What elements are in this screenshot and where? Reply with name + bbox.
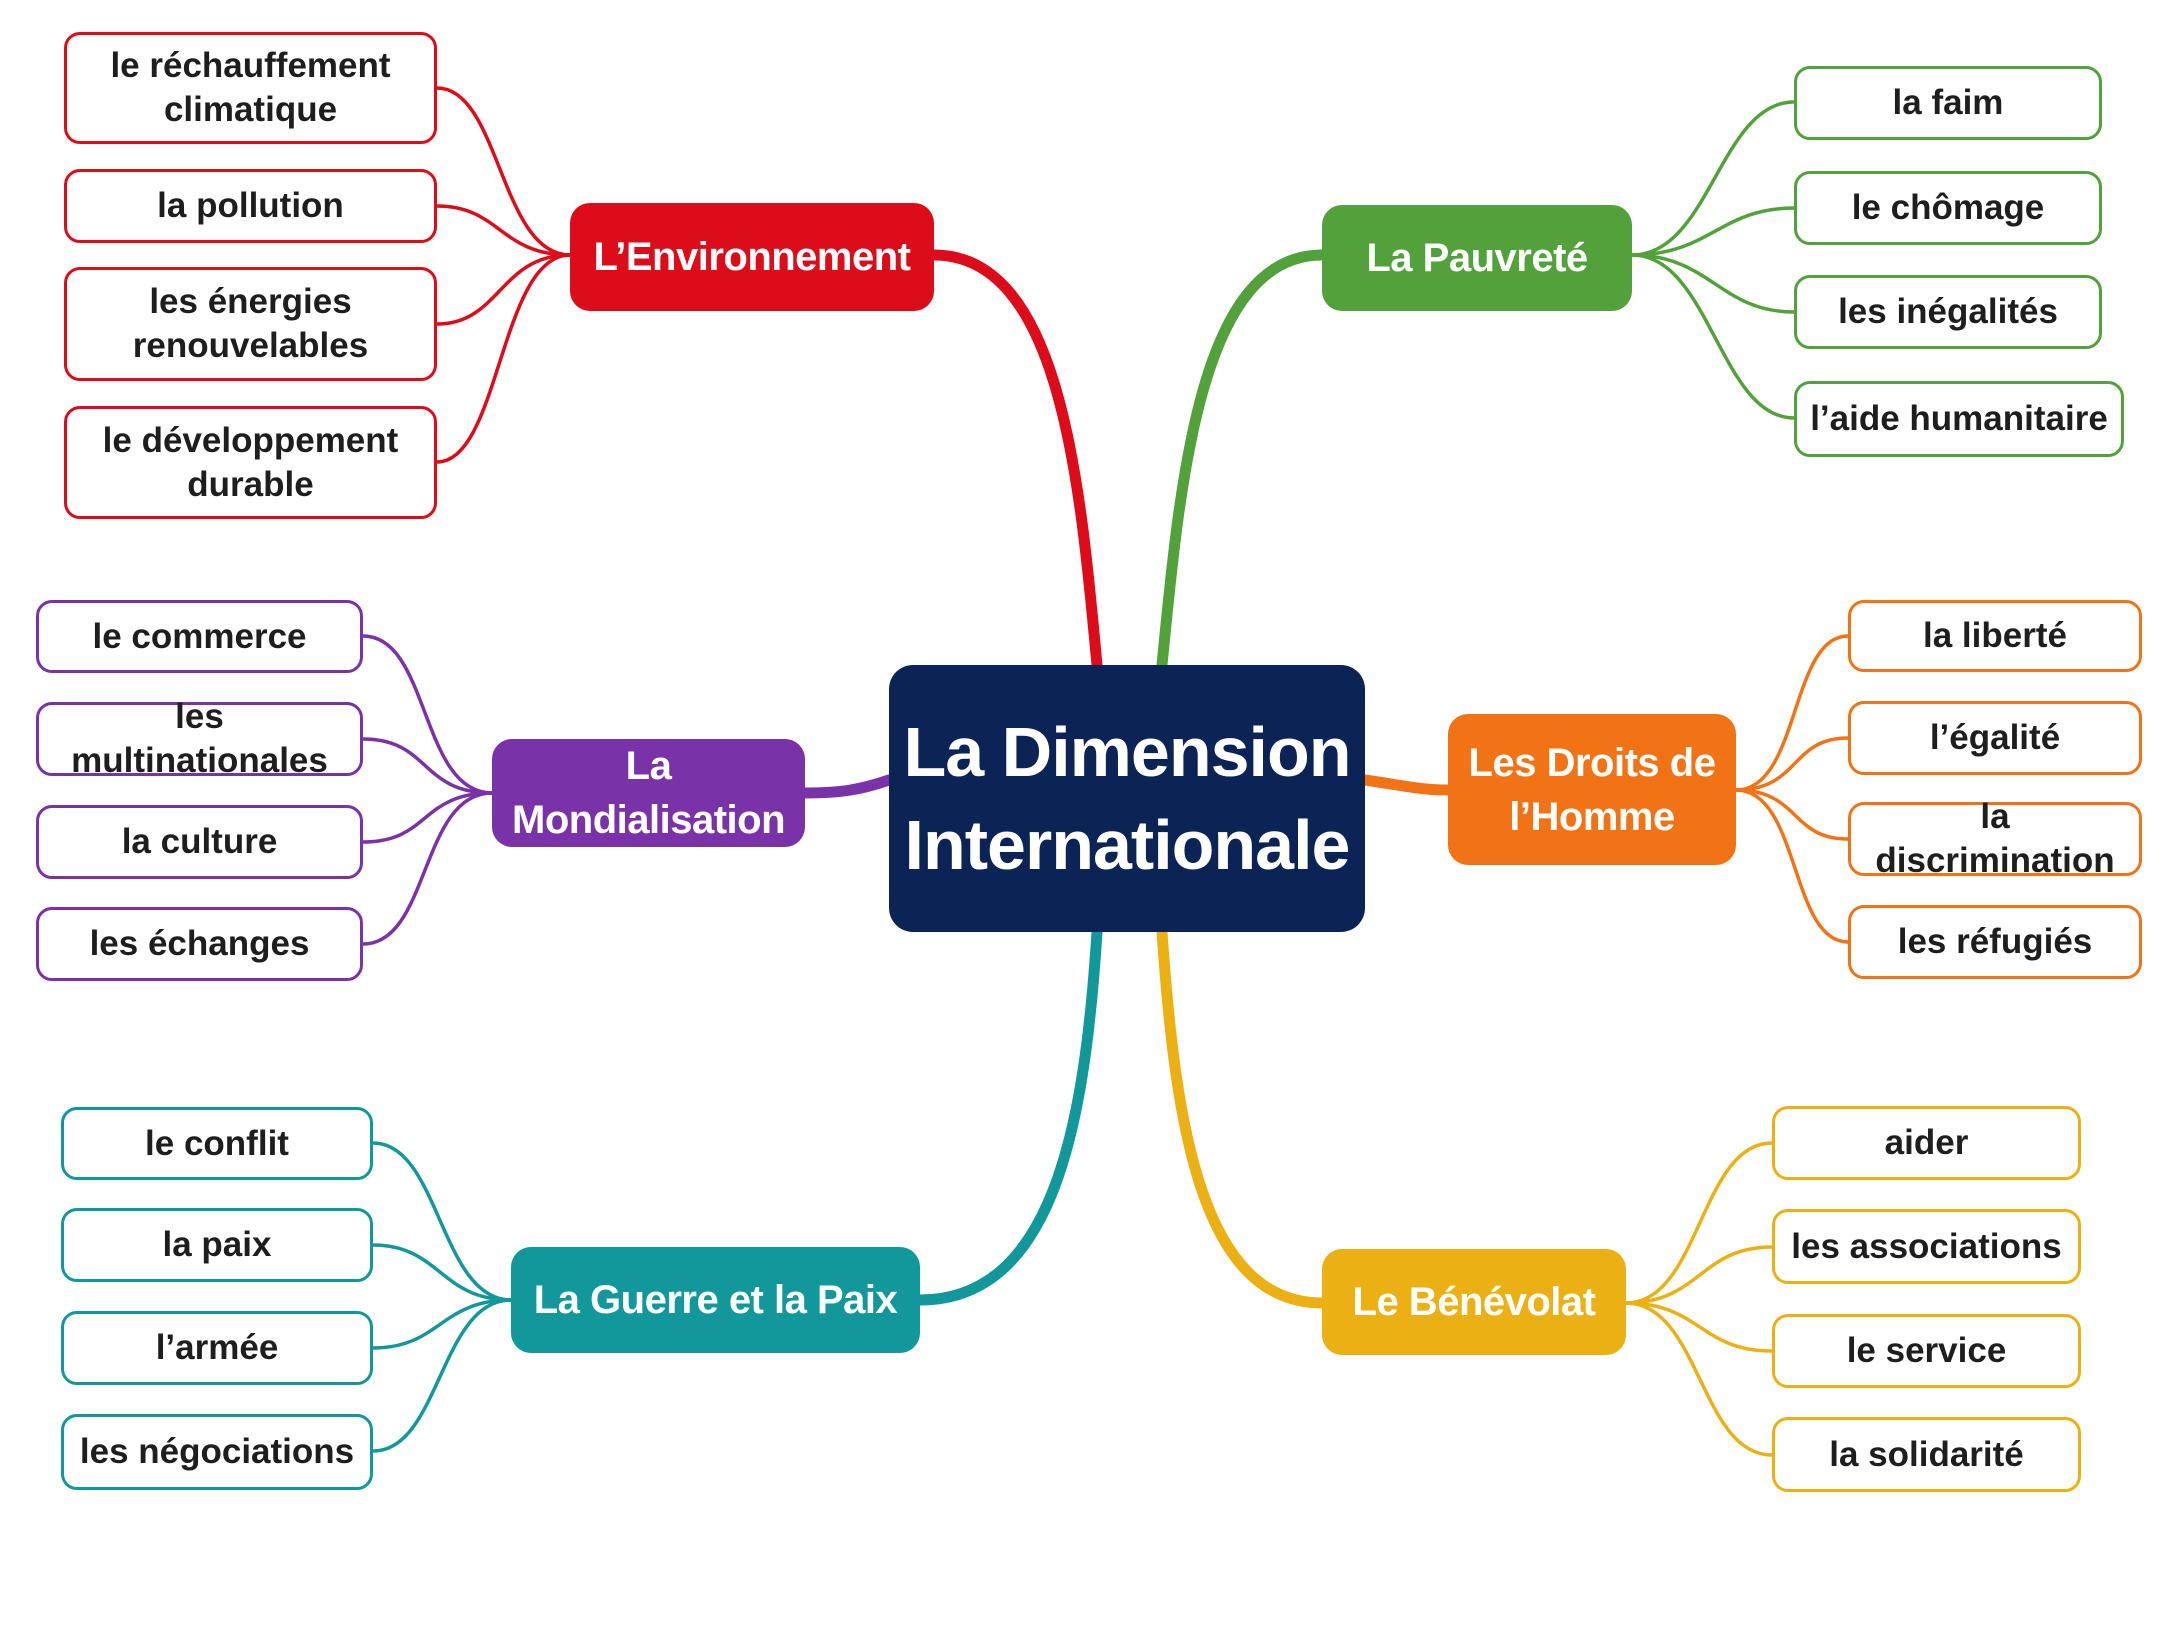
leaf-mondialisation-4: les échanges <box>36 907 363 981</box>
connector-pauvrete-leaf-1 <box>1631 100 1795 257</box>
branch-pauvrete: La Pauvreté <box>1322 205 1632 311</box>
connector-droits-homme-leaf-4 <box>1735 788 1849 944</box>
connector-benevolat-leaf-2 <box>1625 1245 1773 1305</box>
leaf-environnement-3: les énergies renouvelables <box>64 267 437 381</box>
connector-center-environnement <box>928 249 1103 671</box>
branch-mondialisation: La Mondialisation <box>492 739 805 847</box>
branch-droits-homme: Les Droits de l’Homme <box>1448 714 1736 865</box>
leaf-guerre-paix-2: la paix <box>61 1208 373 1282</box>
leaf-environnement-4: le développement durable <box>64 406 437 519</box>
connector-center-benevolat <box>1156 926 1328 1309</box>
connector-pauvrete-leaf-4 <box>1631 253 1795 420</box>
leaf-guerre-paix-4: les négociations <box>61 1414 373 1490</box>
leaf-droits-homme-2: l’égalité <box>1848 701 2142 775</box>
connector-mondialisation-leaf-1 <box>362 634 493 795</box>
connector-guerre-paix-leaf-2 <box>372 1243 512 1302</box>
leaf-environnement-1: le réchauffement climatique <box>64 32 437 144</box>
connector-environnement-leaf-2 <box>436 204 571 257</box>
connector-mondialisation-leaf-2 <box>362 737 493 795</box>
connector-guerre-paix-leaf-4 <box>372 1298 512 1453</box>
branch-guerre-paix: La Guerre et la Paix <box>511 1247 920 1353</box>
connector-benevolat-leaf-4 <box>1625 1301 1773 1457</box>
leaf-droits-homme-4: les réfugiés <box>1848 905 2142 979</box>
connector-center-droits-homme <box>1359 774 1454 796</box>
connector-droits-homme-leaf-2 <box>1735 736 1849 792</box>
leaf-droits-homme-3: la discrimination <box>1848 797 2142 880</box>
connector-environnement-leaf-4 <box>436 253 571 464</box>
leaf-pauvrete-4: l’aide humanitaire <box>1794 381 2124 457</box>
connector-guerre-paix-leaf-1 <box>372 1141 512 1302</box>
connector-environnement-leaf-3 <box>436 253 571 326</box>
connector-mondialisation-leaf-3 <box>362 791 493 844</box>
leaf-mondialisation-1: le commerce <box>36 600 363 673</box>
branch-environnement: L’Environnement <box>570 203 934 311</box>
connector-pauvrete-leaf-2 <box>1631 206 1795 257</box>
leaf-pauvrete-2: le chômage <box>1794 171 2102 245</box>
connector-center-guerre-paix <box>914 926 1103 1306</box>
connector-guerre-paix-leaf-3 <box>372 1298 512 1350</box>
connector-mondialisation-leaf-4 <box>362 791 493 946</box>
connector-benevolat-leaf-3 <box>1625 1301 1773 1353</box>
leaf-pauvrete-3: les inégalités <box>1794 275 2102 349</box>
connector-droits-homme-leaf-1 <box>1735 634 1849 792</box>
leaf-environnement-2: la pollution <box>64 169 437 243</box>
leaf-benevolat-3: le service <box>1772 1314 2081 1388</box>
connector-pauvrete-leaf-3 <box>1631 253 1795 314</box>
connector-environnement-leaf-1 <box>436 86 571 257</box>
leaf-guerre-paix-1: le conflit <box>61 1107 373 1180</box>
leaf-mondialisation-2: les multinationales <box>36 697 363 780</box>
connector-droits-homme-leaf-3 <box>1735 788 1849 841</box>
leaf-benevolat-4: la solidarité <box>1772 1417 2081 1492</box>
leaf-benevolat-2: les associations <box>1772 1209 2081 1284</box>
connector-benevolat-leaf-1 <box>1625 1141 1773 1305</box>
connector-center-pauvrete <box>1156 249 1328 671</box>
leaf-pauvrete-1: la faim <box>1794 66 2102 140</box>
branch-benevolat: Le Bénévolat <box>1322 1249 1626 1355</box>
leaf-droits-homme-1: la liberté <box>1848 600 2142 672</box>
leaf-guerre-paix-3: l’armée <box>61 1311 373 1385</box>
leaf-mondialisation-3: la culture <box>36 805 363 879</box>
connector-center-mondialisation <box>799 774 895 799</box>
central-topic: La Dimension Internationale <box>889 665 1365 932</box>
leaf-benevolat-1: aider <box>1772 1106 2081 1180</box>
